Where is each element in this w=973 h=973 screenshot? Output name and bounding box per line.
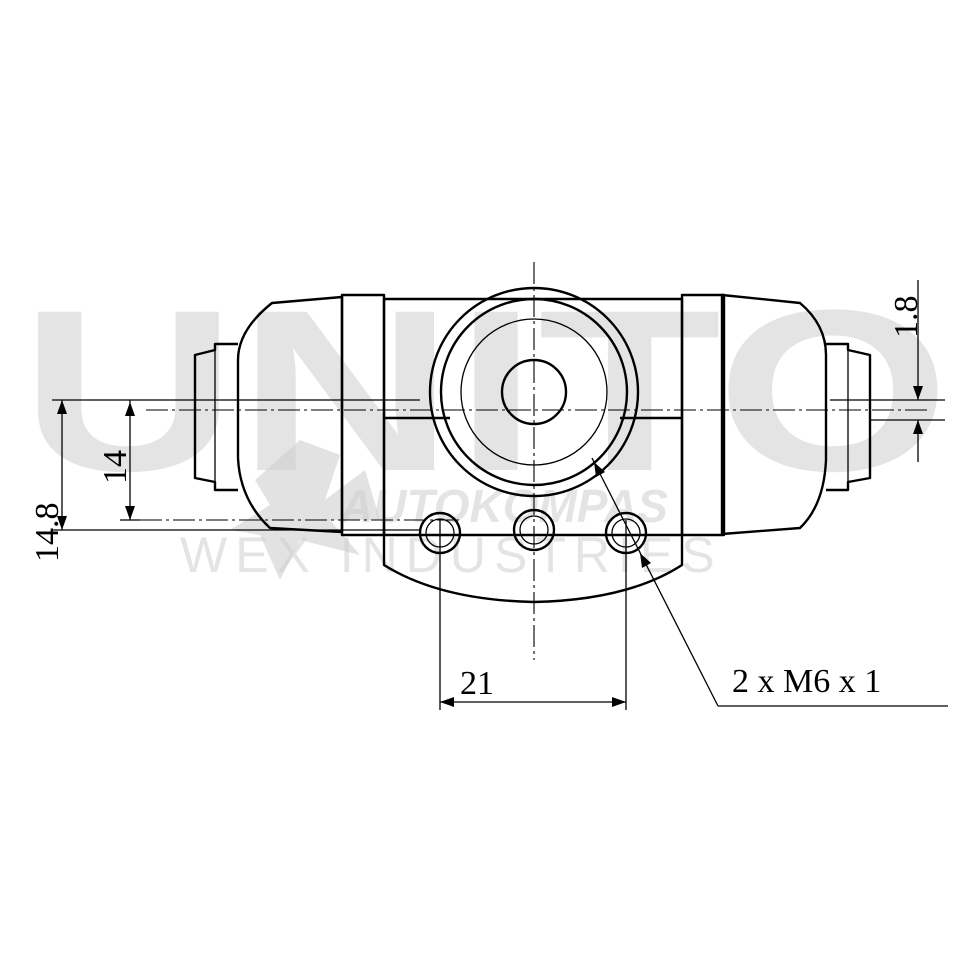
right-end-cap [720,293,828,536]
bleed-port-seat [460,318,608,466]
watermark-logo [230,440,380,580]
bleed-port-outer [428,286,640,498]
center-lines [140,262,930,660]
dimension-14-8: 14.8 [29,399,420,563]
thread-hole-center [512,508,556,552]
dimension-14: 14 [97,400,140,521]
watermark-brand: UNITO [20,262,950,519]
thread-callout-label: 2 x M6 x 1 [732,663,881,700]
dimension-21: 21 [439,520,627,710]
watermark-line1: AUTOKOMPAS [339,480,668,532]
dimension-label-14-8: 14.8 [29,503,66,563]
dimension-label-21: 21 [460,665,494,702]
thread-callout: 2 x M6 x 1 [591,457,948,707]
right-piston-boot [826,342,872,492]
bleed-port-hole [500,358,568,426]
dimension-label-14: 14 [97,450,134,484]
left-piston-boot [193,342,238,492]
left-end-cap [236,295,344,534]
dimension-label-1-8: 1.8 [888,296,925,339]
dimension-1-8: 1.8 [830,280,945,462]
bleed-port-ring [439,297,629,487]
mounting-flange [382,535,684,604]
